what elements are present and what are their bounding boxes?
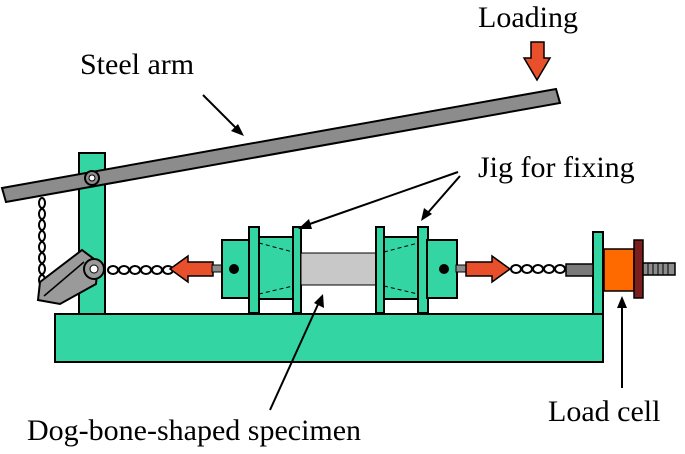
jig-label: Jig for fixing (478, 151, 635, 184)
left-jig-flange-outer (248, 226, 260, 314)
right-jig-flange-inner (375, 226, 385, 314)
left-force-arrow (168, 254, 214, 284)
load-cell (603, 248, 635, 292)
loading-label: Loading (478, 1, 578, 34)
right-arrow-shank (455, 264, 467, 273)
lever-cam-edge (43, 261, 85, 297)
left-jig-hole (229, 264, 239, 274)
steel-arm-pointer (202, 94, 241, 133)
specimen-label: Dog-bone-shaped specimen (27, 414, 362, 447)
lower-pivot-inner (89, 264, 99, 274)
load-cell-label: Load cell (548, 395, 661, 428)
hanging-chain (38, 197, 46, 286)
left-jig-clamp (258, 236, 298, 300)
pivot-bolt-inner (88, 174, 96, 182)
jig-pointer-left-head (298, 219, 312, 229)
steel-arm (0, 87, 562, 204)
load-cell-bolt (642, 262, 676, 276)
jig-pointer-right (424, 175, 461, 217)
specimen-pointer (269, 299, 321, 411)
specimen-pointer-head (314, 294, 324, 308)
load-cell-screw-head (633, 239, 644, 299)
base-plate (54, 313, 604, 363)
steel-arm-label: Steel arm (80, 48, 195, 81)
right-jig-clamp (383, 236, 421, 300)
left-jig-flange-inner (292, 226, 302, 314)
right-force-arrow (465, 254, 512, 284)
jig-pointer-left (303, 171, 459, 227)
threaded-rod (565, 263, 594, 277)
load-cell-pointer-head (617, 296, 627, 308)
dog-bone-specimen (300, 252, 377, 286)
right-jig-hole (439, 264, 449, 274)
right-plate (592, 231, 604, 315)
right-chain (510, 264, 566, 274)
left-jig-hidden-lines (258, 242, 294, 295)
left-chain (107, 265, 174, 275)
right-jig-hidden-lines (383, 242, 419, 295)
steel-arm-pointer-head (231, 124, 244, 136)
loading-arrow (522, 41, 552, 82)
jig-pointer-right-head (421, 208, 432, 221)
